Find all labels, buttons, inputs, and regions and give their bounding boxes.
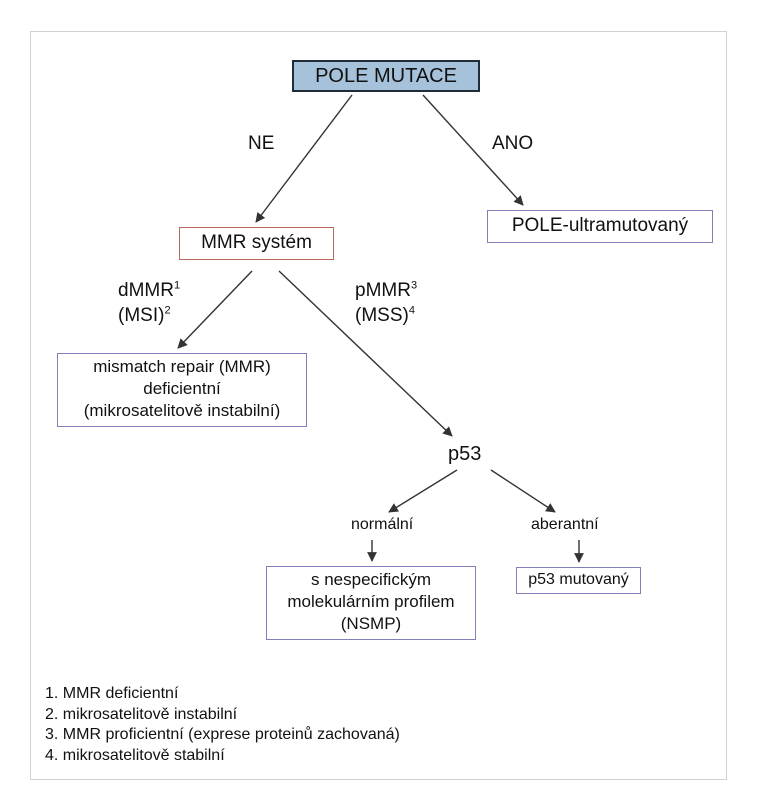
mmr-deficient-line-3: (mikrosatelitově instabilní) [83,401,281,420]
nsmp-line-3: (NSMP) [340,614,402,633]
branch-label-pmmr: pMMR3 (MSS)4 [355,278,417,328]
p53-mutated-node: p53 mutovaný [516,567,641,594]
mmr-deficient-line-1: mismatch repair (MMR) [93,357,271,376]
pole-ultramutated-node: POLE-ultramutovaný [487,210,713,243]
branch-label-normal: normální [351,516,414,533]
nsmp-node: s nespecifickým molekulárním profilem (N… [266,566,476,640]
arrow-root-to-mmr [255,94,353,223]
mss-text: (MSS) [355,305,409,326]
footnote-1: 1. MMR deficientní [45,685,179,702]
mss-footnote-ref: 4 [408,304,415,317]
msi-text: (MSI) [118,305,165,326]
pole-mutation-node: POLE MUTACE [292,60,480,92]
arrow-mmr-to-p53 [278,270,453,437]
mmr-deficient-line-2: deficientní [143,379,221,398]
footnote-3: 3. MMR proficientní (exprese proteinů za… [45,726,400,743]
nsmp-line-1: s nespecifickým [311,570,431,589]
nsmp-line-2: molekulárním profilem [287,592,455,611]
diagram-frame [30,31,727,780]
arrow-p53-to-normal [388,469,458,513]
footnote-2: 2. mikrosatelitově instabilní [45,705,238,723]
footnote-4: 4. mikrosatelitově stabilní [45,746,225,764]
footnotes: 1. MMR deficientní 2. mikrosatelitově in… [45,684,400,766]
branch-label-aberant: aberantní [531,516,599,533]
pmmr-footnote-ref: 3 [410,279,418,292]
arrow-p53-to-aberant [490,469,556,513]
branch-label-ne: NE [248,133,275,154]
branch-label-dmmr: dMMR1 (MSI)2 [118,278,180,328]
mmr-system-node: MMR systém [179,227,334,260]
dmmr-text: dMMR [118,280,174,301]
dmmr-footnote-ref: 1 [173,279,181,292]
arrow-root-to-pole [422,94,524,206]
pmmr-text: pMMR [355,280,411,301]
branch-label-ano: ANO [492,133,534,154]
msi-footnote-ref: 2 [164,304,171,317]
p53-node: p53 [448,443,482,465]
arrow-mmr-to-deficient [177,270,253,349]
mmr-deficient-node: mismatch repair (MMR) deficientní (mikro… [57,353,307,427]
